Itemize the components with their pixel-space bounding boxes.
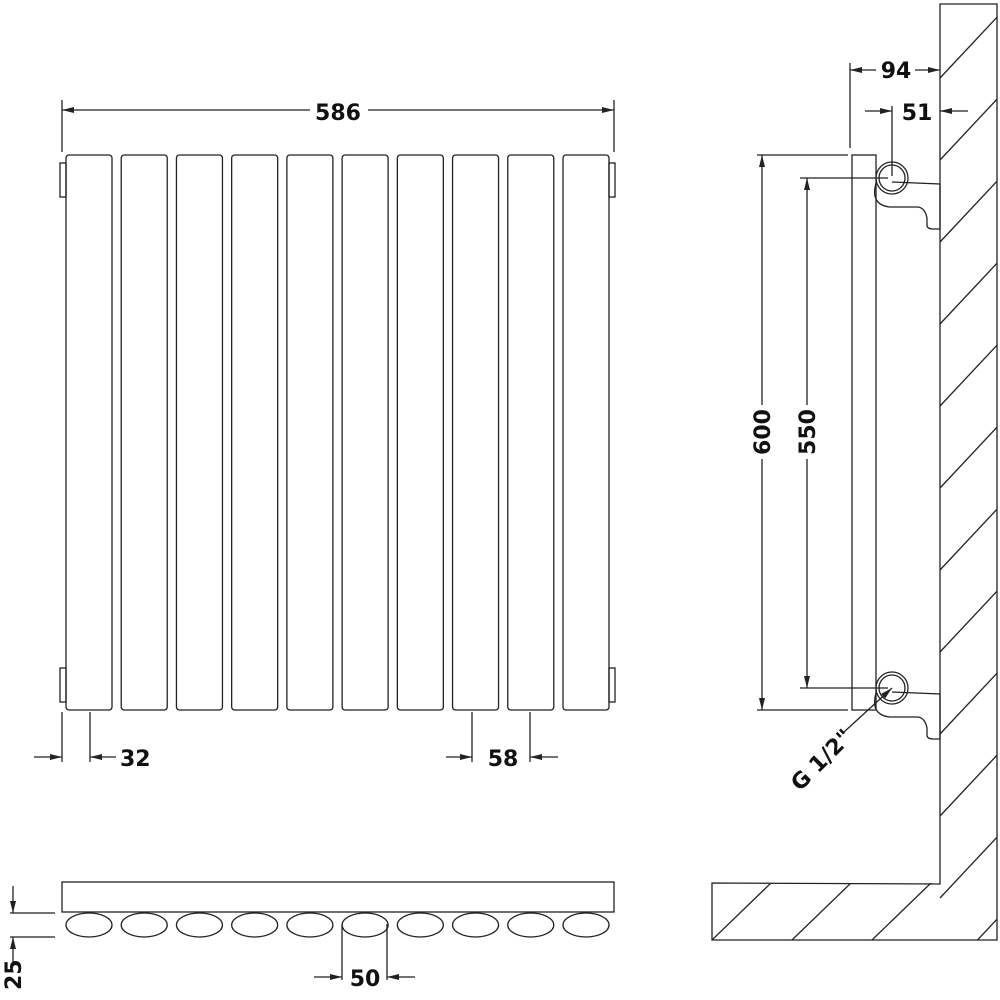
radiator-column <box>451 154 500 711</box>
dim-600-label: 600 <box>751 409 776 455</box>
dim-586-label: 586 <box>315 101 361 126</box>
hatch-line <box>939 177 997 243</box>
radiator-column <box>65 154 113 711</box>
hatch-line <box>939 95 997 161</box>
column-section <box>396 912 444 938</box>
radiator-column <box>175 154 224 711</box>
column-section <box>507 912 555 938</box>
column-section <box>120 912 168 938</box>
dim-depth: 25 <box>2 886 55 990</box>
dim-wall-to-pipe: 51 <box>865 101 968 176</box>
wall-section <box>711 3 998 941</box>
dim-25-label: 25 <box>2 959 27 990</box>
column-section <box>231 912 279 938</box>
hatch-line <box>791 881 853 940</box>
header-stub <box>59 162 67 198</box>
hatch-line <box>939 505 997 571</box>
radiator-column <box>396 154 444 711</box>
dim-50-label: 50 <box>350 967 381 992</box>
dim-column-pitch: 58 <box>446 712 558 772</box>
column-section <box>65 912 113 938</box>
dim-94-label: 94 <box>881 59 912 84</box>
dim-wall-to-front: 94 <box>849 59 940 148</box>
hatch-line <box>939 751 997 817</box>
bracket-bottom <box>873 691 941 740</box>
header-stub <box>59 667 67 703</box>
dim-overall-height: 600 <box>750 154 848 711</box>
radiator-column <box>120 154 168 711</box>
dim-column-width: 50 <box>314 924 415 992</box>
hatch-line <box>939 587 997 653</box>
dim-end-offset: 32 <box>34 712 151 772</box>
side-view <box>851 154 941 740</box>
dim-overall-width: 586 <box>61 98 615 152</box>
column-section <box>451 912 500 938</box>
hatch-line <box>939 259 997 325</box>
plan-view <box>61 881 615 938</box>
front-view <box>59 154 616 711</box>
dim-51-label: 51 <box>902 101 933 126</box>
hatch-line <box>939 341 997 407</box>
connection-label: G 1/2" <box>787 725 858 796</box>
radiator-column <box>562 154 610 711</box>
dim-32-label: 32 <box>120 747 151 772</box>
header-stub <box>608 667 616 703</box>
hatch-line <box>871 881 933 940</box>
column-section <box>175 912 224 938</box>
hatch-line <box>939 669 997 735</box>
column-section <box>286 912 334 938</box>
dim-550-label: 550 <box>796 409 821 455</box>
radiator-column <box>231 154 279 711</box>
hatch-line <box>939 915 997 940</box>
hatch-line <box>939 833 997 899</box>
radiator-column <box>286 154 334 711</box>
hatch-line <box>939 423 997 489</box>
header-stub <box>608 162 616 198</box>
column-section <box>562 912 610 938</box>
hatch-line <box>712 881 773 940</box>
dim-58-label: 58 <box>488 747 519 772</box>
radiator-column <box>507 154 555 711</box>
bracket-top <box>873 181 941 230</box>
column-section <box>341 912 389 938</box>
radiator-column <box>341 154 389 711</box>
hatch-line <box>939 13 997 79</box>
dim-pipe-centres: 550 <box>795 177 888 689</box>
